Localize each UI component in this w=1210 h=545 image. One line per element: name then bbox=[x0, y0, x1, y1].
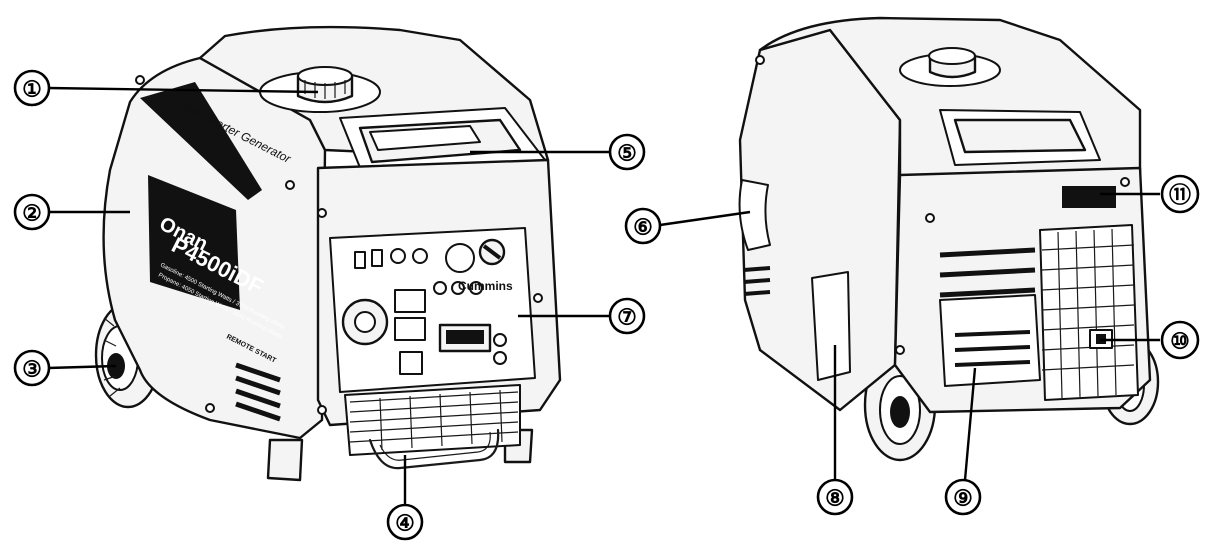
callout-number: ⑦ bbox=[617, 305, 637, 330]
exhaust-grille bbox=[1039, 224, 1139, 401]
rear-generator bbox=[738, 16, 1160, 462]
callout-number: ② bbox=[22, 201, 42, 226]
control-panel bbox=[329, 227, 536, 393]
callout-leaders bbox=[47, 86, 1160, 505]
callout-3: ③ bbox=[13, 349, 51, 387]
model-label-plate bbox=[148, 175, 240, 310]
callout-9: ⑨ bbox=[944, 478, 982, 516]
callout-number: ⑩ bbox=[1170, 329, 1190, 354]
callout-8: ⑧ bbox=[816, 478, 854, 516]
callout-number: ④ bbox=[395, 511, 415, 536]
callout-4: ④ bbox=[386, 503, 424, 541]
callout-2: ② bbox=[13, 193, 51, 231]
callout-number: ⑤ bbox=[617, 141, 637, 166]
side-access-door bbox=[811, 271, 851, 381]
panel-brand-text: Cummins bbox=[458, 279, 513, 293]
callout-5: ⑤ bbox=[608, 133, 646, 171]
front-grille bbox=[344, 384, 521, 456]
callout-number: ⑪ bbox=[1169, 183, 1191, 208]
callout-number: ⑨ bbox=[953, 486, 973, 511]
callout-6: ⑥ bbox=[624, 207, 662, 245]
callout-number: ① bbox=[22, 77, 42, 102]
callout-number: ⑧ bbox=[825, 486, 845, 511]
callout-number: ③ bbox=[22, 357, 42, 382]
front-generator bbox=[94, 25, 562, 482]
callout-1: ① bbox=[13, 69, 51, 107]
callout-10: ⑩ bbox=[1160, 320, 1200, 360]
serial-plate bbox=[1062, 186, 1116, 208]
callout-7: ⑦ bbox=[608, 297, 646, 335]
callout-number: ⑥ bbox=[633, 215, 653, 240]
callout-11: ⑪ bbox=[1160, 174, 1200, 214]
